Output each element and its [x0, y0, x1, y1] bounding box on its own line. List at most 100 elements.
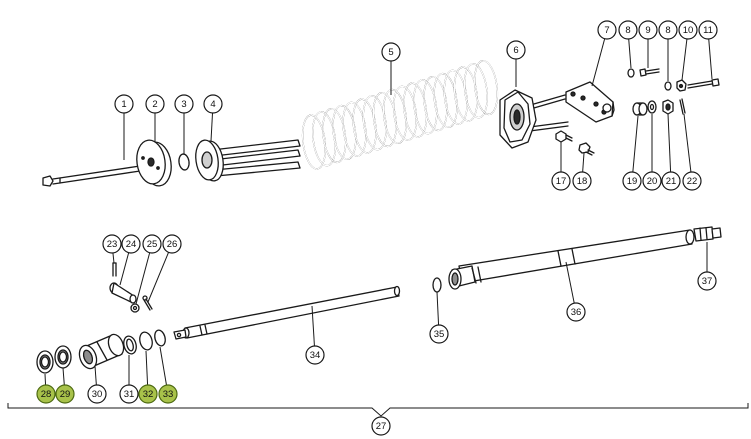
callout-number: 5 — [388, 47, 393, 58]
callout-8: 8 — [658, 20, 678, 40]
callout-circle — [162, 234, 182, 254]
spring-coil-highlight — [473, 60, 499, 116]
callout-37: 37 — [697, 271, 717, 291]
leader-line-29 — [62, 367, 65, 386]
leader-line-30 — [94, 365, 97, 386]
callout-28: 28 — [36, 384, 56, 404]
callout-circle — [121, 234, 141, 254]
callout-2: 2 — [145, 94, 165, 114]
callout-circle — [551, 171, 571, 191]
part-2-spring-plate — [136, 139, 172, 187]
part-33-o-ring — [154, 329, 166, 347]
part-18-small-bolt — [578, 142, 595, 156]
part-19-bushing — [632, 102, 648, 116]
callout-33: 33 — [158, 384, 178, 404]
callout-number: 35 — [434, 329, 445, 340]
callout-circle — [658, 20, 678, 40]
spring-coil-highlight — [382, 88, 407, 144]
callout-number: 8 — [625, 25, 630, 36]
callout-36: 36 — [566, 302, 586, 322]
callout-4: 4 — [203, 94, 223, 114]
leader-line-7 — [591, 38, 606, 87]
leader-line-28 — [44, 373, 47, 386]
spring-coil-highlight — [342, 101, 367, 157]
part-36-cylinder-tube — [448, 229, 695, 290]
callout-20: 20 — [642, 171, 662, 191]
callout-number: 26 — [167, 239, 178, 250]
callout-circle — [87, 384, 107, 404]
callout-number: 7 — [604, 25, 609, 36]
callout-circle — [697, 271, 717, 291]
leader-line-35 — [436, 291, 440, 326]
callout-number: 36 — [571, 307, 582, 318]
callout-circle — [661, 171, 681, 191]
leader-line-34 — [311, 305, 315, 347]
leader-line-22 — [683, 113, 692, 173]
leader-line-23 — [112, 252, 115, 264]
callout-circle — [572, 171, 592, 191]
callout-number: 3 — [181, 99, 186, 110]
callout-number: 19 — [627, 176, 638, 187]
spring-coil-highlight — [352, 98, 377, 154]
callout-34: 34 — [305, 345, 325, 365]
callout-highlight-circle — [138, 384, 158, 404]
callout-25: 25 — [142, 234, 162, 254]
callout-17: 17 — [551, 171, 571, 191]
callout-number: 1 — [121, 99, 126, 110]
part-25-washer — [130, 303, 140, 313]
leader-line-36 — [565, 261, 575, 304]
part-6-flange — [499, 89, 569, 149]
callout-23: 23 — [102, 234, 122, 254]
part-11-bolt — [687, 78, 720, 89]
callout-circle — [174, 94, 194, 114]
callout-number: 9 — [645, 25, 650, 36]
leader-line-26 — [147, 252, 170, 303]
callout-circle — [429, 324, 449, 344]
callout-29: 29 — [55, 384, 75, 404]
callout-8: 8 — [618, 20, 638, 40]
spring-coil-highlight — [301, 114, 327, 170]
part-26-split-pin — [142, 295, 153, 311]
callout-number: 20 — [647, 176, 658, 187]
callout-number: 4 — [210, 99, 215, 110]
part-21-nut — [662, 99, 674, 115]
callout-number: 18 — [577, 176, 588, 187]
callout-circle — [114, 94, 134, 114]
callout-19: 19 — [622, 171, 642, 191]
leader-line-24 — [119, 252, 130, 286]
callout-number: 34 — [310, 350, 321, 361]
leader-line-18 — [582, 152, 585, 173]
callout-circle — [371, 416, 391, 436]
callout-circle — [102, 234, 122, 254]
callout-circle — [682, 171, 702, 191]
callout-35: 35 — [429, 324, 449, 344]
part-8-washer-upper — [627, 68, 635, 78]
part-31-ring — [123, 335, 137, 355]
part-24-clevis-pin — [109, 282, 137, 304]
part-1-long-bolt — [42, 165, 146, 187]
spring-coil-highlight — [453, 66, 478, 122]
leader-line-21 — [667, 113, 672, 173]
leader-line-10 — [681, 38, 688, 81]
callout-number: 32 — [143, 389, 154, 400]
callout-number: 10 — [683, 25, 694, 36]
callout-circle — [618, 20, 638, 40]
spring-coil-highlight — [443, 69, 468, 125]
callout-number: 25 — [147, 239, 158, 250]
part-22-cotter-pin — [679, 98, 686, 115]
spring-coil-highlight — [393, 85, 418, 141]
spring-coil-highlight — [332, 104, 357, 160]
callout-number: 21 — [666, 176, 677, 187]
part-8-washer-lower — [664, 81, 672, 91]
callout-number: 8 — [665, 25, 670, 36]
spring-coil-highlight — [312, 111, 337, 167]
callout-number: 37 — [702, 276, 713, 287]
callout-1: 1 — [114, 94, 134, 114]
part-23-pin — [112, 262, 117, 277]
spring-coil-highlight — [372, 92, 397, 148]
callout-5: 5 — [381, 42, 401, 62]
part-32-o-ring — [139, 331, 153, 351]
leader-lines — [44, 38, 713, 386]
callout-number: 23 — [107, 239, 118, 250]
callout-number: 33 — [163, 389, 174, 400]
